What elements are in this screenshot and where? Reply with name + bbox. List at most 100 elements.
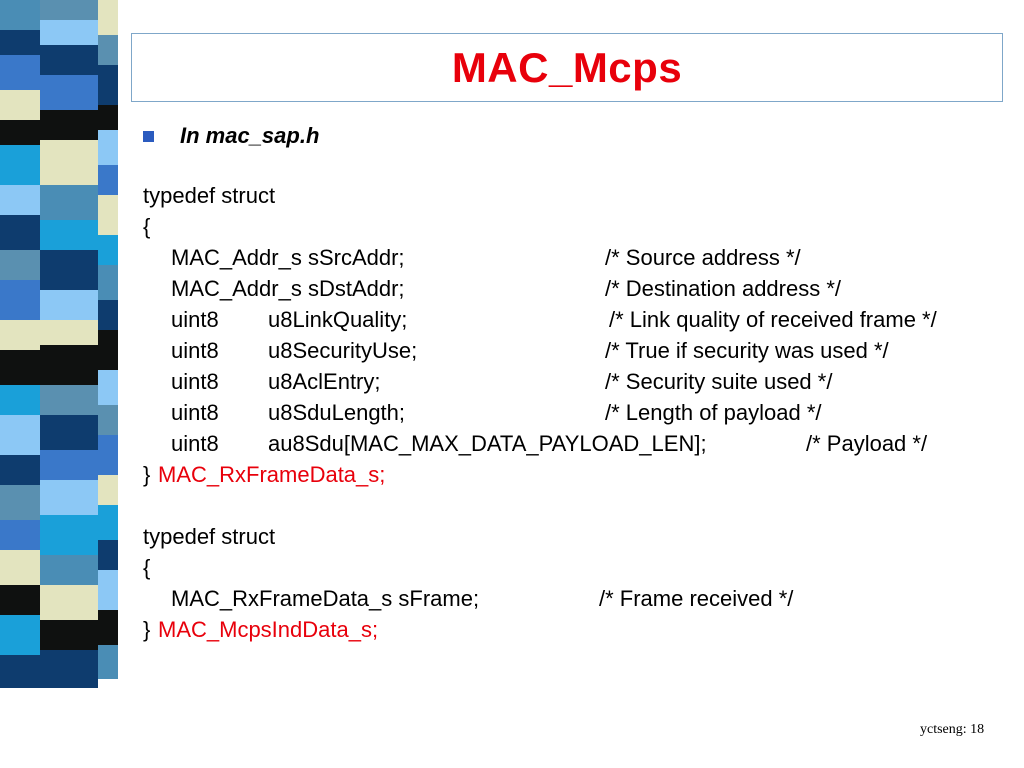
stripe-column-left	[0, 0, 40, 768]
stripe-segment	[40, 75, 98, 110]
field-type: uint8	[171, 307, 219, 332]
bullet-item: In mac_sap.h	[143, 121, 319, 151]
struct2-open-brace-line: {	[143, 552, 167, 583]
stripe-column-right	[98, 0, 118, 768]
stripe-segment	[98, 165, 118, 195]
stripe-segment	[40, 650, 98, 688]
stripe-segment	[98, 235, 118, 265]
stripe-segment	[40, 0, 98, 20]
field-name: u8SecurityUse;	[268, 338, 418, 363]
stripe-segment	[40, 345, 98, 385]
field-type: MAC_Addr_s sSrcAddr;	[171, 245, 405, 270]
field-comment: /* Security suite used */	[605, 369, 833, 394]
struct2-typedef-line: typedef struct	[143, 521, 275, 552]
stripe-segment	[98, 195, 118, 235]
stripe-segment	[0, 0, 40, 30]
stripe-segment	[40, 110, 98, 140]
code-field-line: MAC_RxFrameData_s sFrame; /* Frame recei…	[143, 583, 793, 614]
struct2-close-line: } MAC_McpsIndData_s;	[143, 614, 378, 645]
stripe-segment	[98, 610, 118, 645]
stripe-segment	[0, 30, 40, 55]
slide-footer: yctseng: 18	[920, 722, 985, 737]
field-type: MAC_Addr_s sDstAddr;	[171, 276, 405, 301]
field-type: uint8	[171, 369, 219, 394]
struct1-typedef-line: typedef struct	[143, 180, 275, 211]
field-declaration: MAC_RxFrameData_s sFrame;	[171, 586, 480, 611]
stripe-segment	[40, 515, 98, 555]
code-brace: {	[143, 555, 151, 580]
stripe-segment	[0, 455, 40, 485]
stripe-segment	[98, 370, 118, 405]
code-brace: {	[143, 214, 151, 239]
stripe-segment	[98, 405, 118, 435]
stripe-segment	[0, 520, 40, 550]
stripe-segment	[98, 540, 118, 570]
field-type: uint8	[171, 338, 219, 363]
stripe-segment	[98, 570, 118, 610]
stripe-segment	[0, 585, 40, 615]
square-bullet-icon	[143, 130, 154, 142]
stripe-segment	[40, 585, 98, 620]
stripe-segment	[0, 485, 40, 520]
stripe-segment	[40, 415, 98, 450]
stripe-segment	[40, 250, 98, 290]
code-field-line: uint8 u8LinkQuality; /* Link quality of …	[143, 304, 937, 335]
field-type: uint8	[171, 400, 219, 425]
stripe-segment	[40, 220, 98, 250]
stripe-segment	[98, 265, 118, 300]
field-comment: /* Destination address */	[605, 276, 842, 301]
stripe-segment	[98, 105, 118, 130]
stripe-segment	[98, 645, 118, 679]
stripe-segment	[98, 0, 118, 35]
stripe-segment	[40, 185, 98, 220]
stripe-segment	[0, 615, 40, 655]
field-type: uint8	[171, 431, 219, 456]
code-brace: }	[143, 462, 151, 487]
stripe-segment	[40, 385, 98, 415]
code-field-line: uint8 u8AclEntry; /* Security suite used…	[143, 366, 832, 397]
stripe-segment	[98, 35, 118, 65]
stripe-segment	[98, 65, 118, 105]
field-name: u8LinkQuality;	[268, 307, 408, 332]
stripe-segment	[98, 130, 118, 165]
stripe-segment	[40, 20, 98, 45]
stripe-segment	[40, 320, 98, 345]
stripe-segment	[40, 480, 98, 515]
field-comment: /* Link quality of received frame */	[609, 307, 937, 332]
stripe-segment	[98, 505, 118, 540]
stripe-segment	[0, 145, 40, 185]
field-name: u8SduLength;	[268, 400, 406, 425]
code-field-line: uint8 u8SecurityUse; /* True if security…	[143, 335, 889, 366]
code-field-line: MAC_Addr_s sDstAddr; /* Destination addr…	[143, 273, 841, 304]
code-field-line: uint8 u8SduLength; /* Length of payload …	[143, 397, 822, 428]
stripe-segment	[0, 280, 40, 320]
struct-type-name: MAC_McpsIndData_s;	[158, 617, 379, 642]
struct1-close-line: } MAC_RxFrameData_s;	[143, 459, 385, 490]
stripe-segment	[40, 45, 98, 75]
stripe-segment	[40, 290, 98, 320]
stripe-segment	[0, 550, 40, 585]
struct-type-name: MAC_RxFrameData_s;	[158, 462, 386, 487]
stripe-column-middle	[40, 0, 98, 768]
stripe-segment	[0, 120, 40, 145]
code-keyword: typedef struct	[143, 183, 276, 208]
stripe-segment	[98, 475, 118, 505]
field-comment: /* Payload */	[806, 431, 928, 456]
stripe-segment	[98, 300, 118, 330]
stripe-segment	[98, 435, 118, 475]
stripe-segment	[0, 655, 40, 688]
stripe-segment	[0, 250, 40, 280]
stripe-segment	[0, 320, 40, 350]
stripe-segment	[0, 415, 40, 455]
field-comment: /* Source address */	[605, 245, 801, 270]
stripe-segment	[0, 185, 40, 215]
field-comment: /* True if security was used */	[605, 338, 889, 363]
code-keyword: typedef struct	[143, 524, 276, 549]
code-field-line: MAC_Addr_s sSrcAddr; /* Source address *…	[143, 242, 801, 273]
stripe-segment	[0, 55, 40, 90]
stripe-segment	[0, 385, 40, 415]
stripe-segment	[40, 555, 98, 585]
code-brace: }	[143, 617, 151, 642]
title-box: MAC_Mcps	[131, 33, 1003, 102]
field-comment: /* Frame received */	[599, 586, 794, 611]
